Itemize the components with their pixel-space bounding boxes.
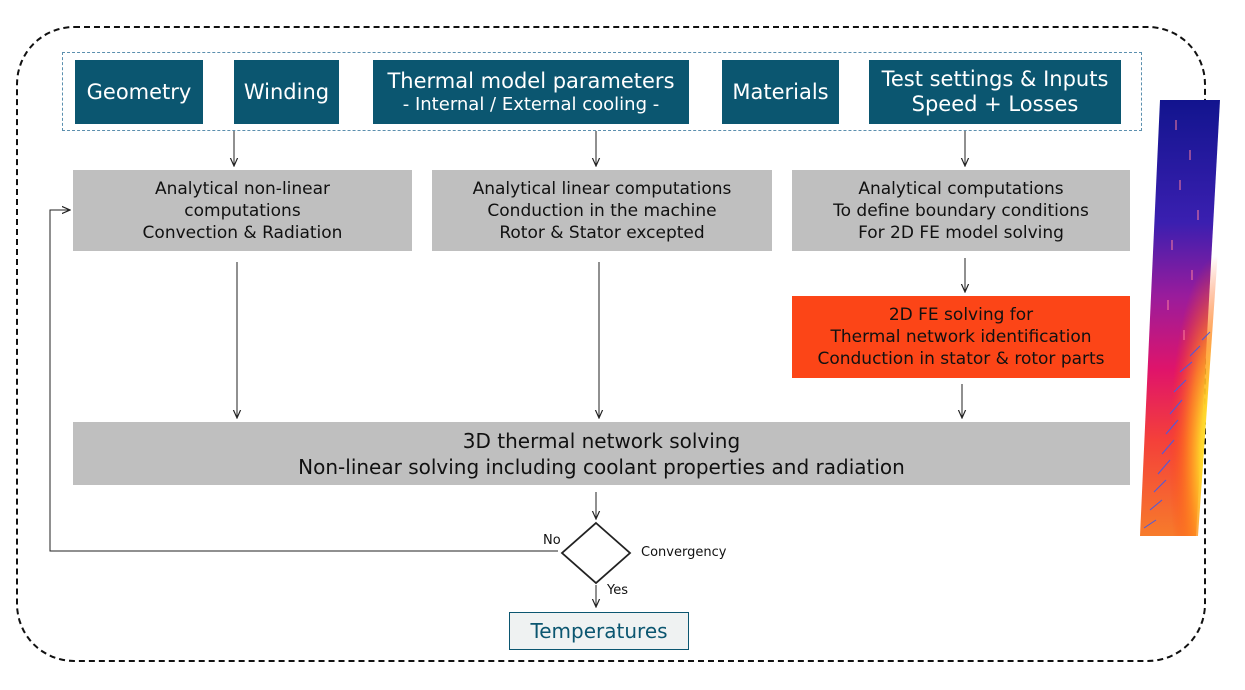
fe-solving-line1: 2D FE solving for — [888, 305, 1034, 325]
analytical-nonlinear-line1: Analytical non-linear — [154, 178, 331, 199]
test-settings-line2: Speed + Losses — [911, 92, 1079, 116]
arrow-no-feedback-loop — [49, 210, 558, 552]
analytical-nonlinear-line2: computations — [184, 200, 301, 221]
network-solving-line2: Non-linear solving including coolant pro… — [298, 454, 905, 479]
analytical-boundary-line3: For 2D FE model solving — [858, 222, 1064, 243]
winding-box: Winding — [234, 60, 339, 124]
thermal-model-title: Thermal model parameters — [387, 68, 675, 93]
geometry-box: Geometry — [75, 60, 203, 124]
network-solving-line1: 3D thermal network solving — [462, 428, 741, 453]
inputs-group — [62, 52, 1142, 131]
geometry-label: Geometry — [86, 79, 192, 104]
test-settings-box: Test settings & Inputs Speed + Losses — [869, 60, 1121, 124]
materials-box: Materials — [722, 60, 839, 124]
decision-yes-label: Yes — [607, 583, 628, 598]
materials-label: Materials — [732, 79, 829, 104]
test-settings-line1: Test settings & Inputs — [881, 67, 1109, 91]
fe-solving-box: 2D FE solving for Thermal network identi… — [792, 296, 1130, 378]
analytical-linear-line2: Conduction in the machine — [487, 200, 717, 221]
analytical-linear-line1: Analytical linear computations — [472, 178, 732, 199]
temperatures-label: Temperatures — [530, 619, 668, 643]
winding-label: Winding — [243, 79, 330, 104]
decision-no-label: No — [543, 533, 561, 548]
fe-solving-line3: Conduction in stator & rotor parts — [817, 349, 1105, 369]
thermal-fe-result-image — [1140, 100, 1220, 536]
analytical-boundary-line2: To define boundary conditions — [833, 200, 1089, 221]
thermal-model-subtitle: - Internal / External cooling - — [402, 93, 660, 115]
analytical-nonlinear-line3: Convection & Radiation — [142, 222, 343, 243]
analytical-nonlinear-box: Analytical non-linear computations Conve… — [73, 170, 412, 251]
analytical-boundary-box: Analytical computations To define bounda… — [792, 170, 1130, 251]
thermal-model-box: Thermal model parameters - Internal / Ex… — [373, 60, 689, 124]
convergency-diamond — [560, 521, 632, 585]
decision-label: Convergency — [641, 545, 727, 560]
network-solving-box: 3D thermal network solving Non-linear so… — [73, 422, 1130, 485]
analytical-boundary-line1: Analytical computations — [858, 178, 1064, 199]
analytical-linear-box: Analytical linear computations Conductio… — [432, 170, 772, 251]
analytical-linear-line3: Rotor & Stator excepted — [499, 222, 705, 243]
fe-solving-line2: Thermal network identification — [830, 327, 1092, 347]
temperatures-box: Temperatures — [509, 612, 689, 650]
